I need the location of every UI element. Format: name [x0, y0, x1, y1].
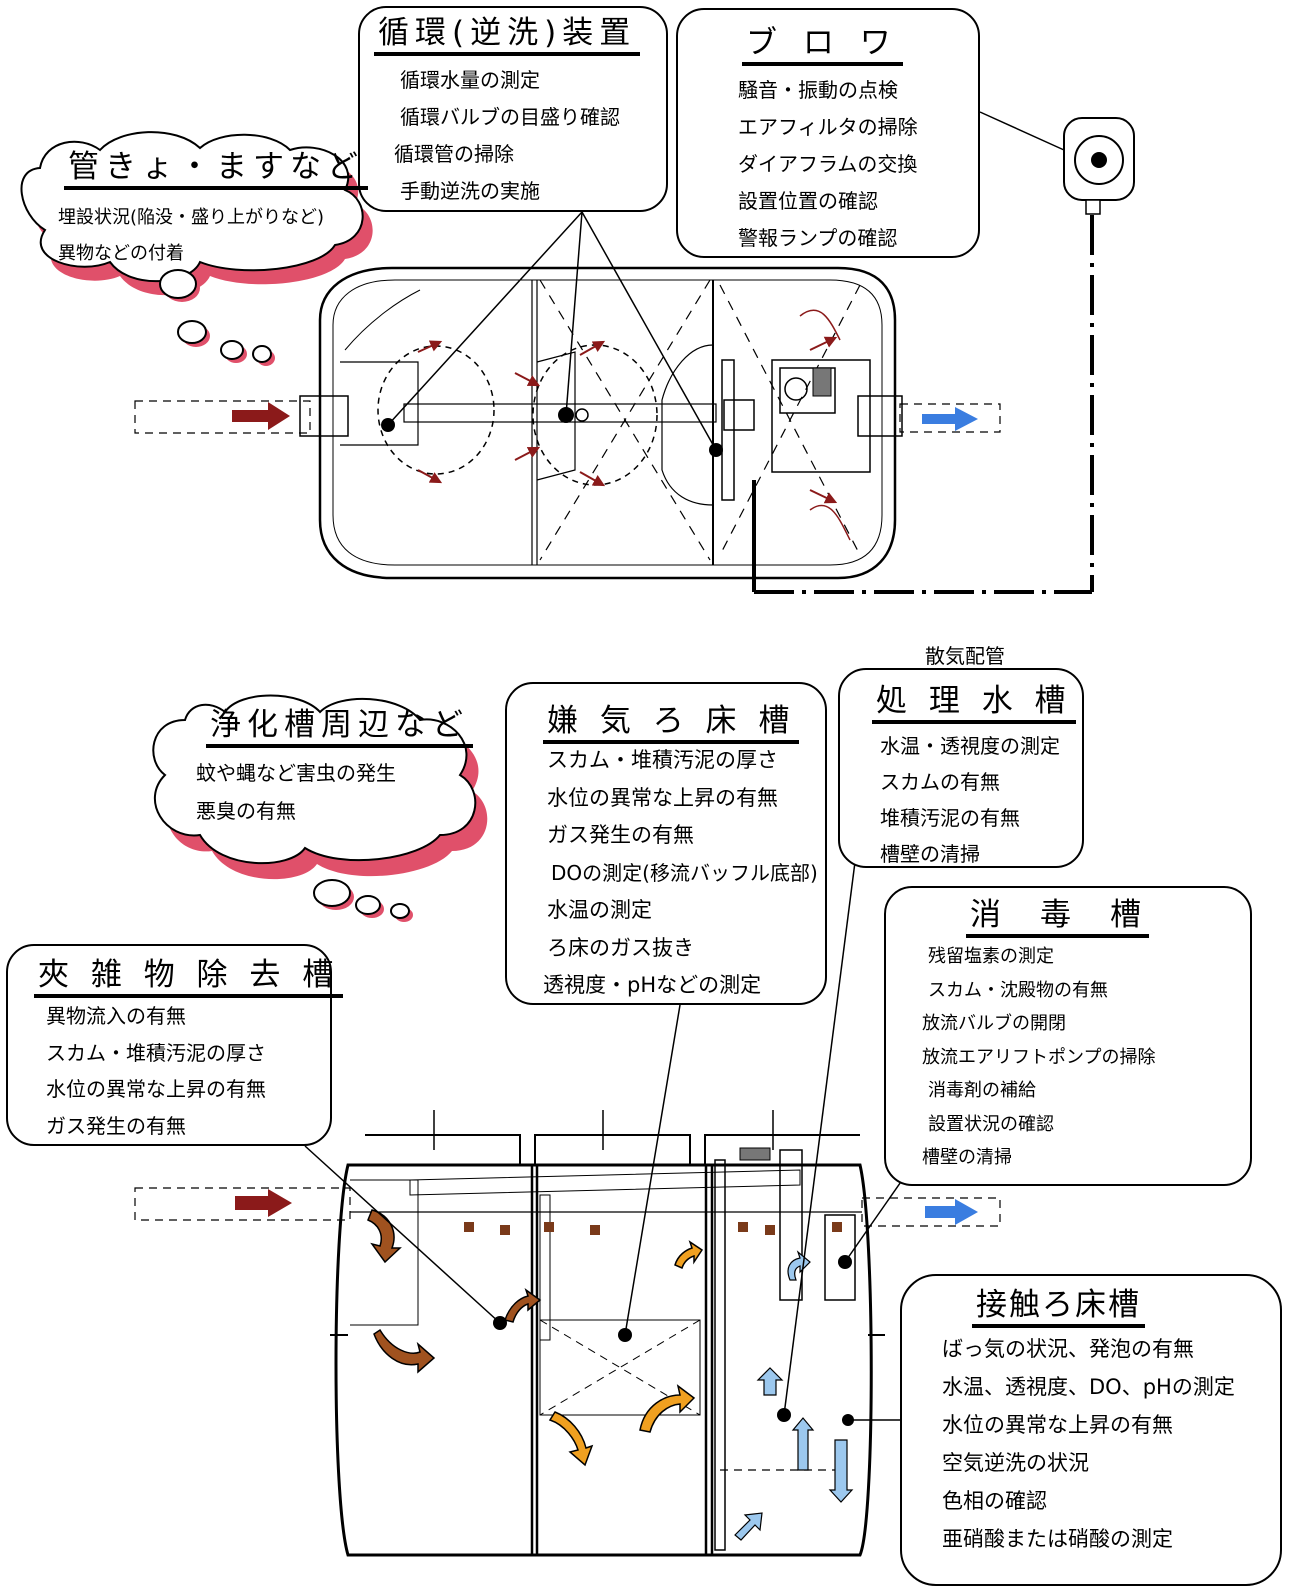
list-item: 透視度・pHなどの測定 [543, 973, 762, 997]
surroundings-list: 蚊や蝿など害虫の発生 悪臭の有無 [196, 754, 396, 830]
list-item: 警報ランプの確認 [738, 226, 898, 250]
list-item: 残留塩素の測定 [928, 946, 1054, 967]
pipes-list: 埋設状況(陥没・盛り上がりなど) 異物などの付着 [58, 200, 324, 272]
list-item: スカム・沈殿物の有無 [928, 979, 1108, 1001]
disinfection-box: 消 毒 槽 残留塩素の測定 スカム・沈殿物の有無 放流バルブの開閉 放流エアリフ… [884, 886, 1252, 1186]
list-item: 槽壁の清掃 [880, 842, 980, 866]
list-item: 水温、透視度、DO、pHの測定 [942, 1375, 1235, 1399]
list-item: 異物などの付着 [58, 243, 184, 264]
list-item: スカムの有無 [880, 770, 1000, 794]
list-item: 水温の測定 [547, 898, 652, 922]
contact-list: ばっ気の状況、発泡の有無 水温、透視度、DO、pHの測定 水位の異常な上昇の有無… [942, 1330, 1235, 1558]
treated-water-box: 処 理 水 槽 水温・透視度の測定 スカムの有無 堆積汚泥の有無 槽壁の清掃 [838, 668, 1084, 868]
list-item: 水温・透視度の測定 [880, 734, 1060, 758]
outflow-arrow-icon [922, 407, 978, 431]
diffusers [464, 1222, 842, 1235]
list-item: 放流バルブの開閉 [922, 1013, 1066, 1034]
anaerobic-title: 嫌 気 ろ 床 槽 [543, 704, 800, 744]
anaerobic-list: スカム・堆積汚泥の厚さ 水位の異常な上昇の有無 ガス発生の有無 DOの測定(移流… [543, 742, 818, 1005]
list-item: 水位の異常な上昇の有無 [46, 1077, 266, 1101]
list-item: 放流エアリフトポンプの掃除 [922, 1046, 1156, 1068]
list-item: ガス発生の有無 [46, 1113, 186, 1138]
inflow-arrow-icon [232, 402, 290, 430]
flow-arrows-plan [417, 336, 838, 504]
list-item: 水位の異常な上昇の有無 [547, 785, 778, 810]
list-item: 騒音・振動の点検 [738, 78, 898, 102]
blower-unit-icon [1063, 117, 1135, 215]
list-item: ばっ気の状況、発泡の有無 [942, 1337, 1194, 1361]
list-item: 堆積汚泥の有無 [880, 806, 1020, 830]
orange-flow-arrows [548, 1240, 704, 1467]
brown-flow-arrows [367, 1209, 542, 1374]
list-item: スカム・堆積汚泥の厚さ [46, 1040, 266, 1065]
tank-section-view [134, 1110, 1001, 1557]
list-item: 色相の確認 [942, 1489, 1047, 1513]
disinfection-title: 消 毒 槽 [966, 898, 1149, 938]
light-blue-flow-arrows [734, 1250, 854, 1541]
treated-water-title: 処 理 水 槽 [872, 684, 1076, 724]
screening-box: 夾 雑 物 除 去 槽 異物流入の有無 スカム・堆積汚泥の厚さ 水位の異常な上昇… [6, 944, 344, 1146]
contact-title: 接触ろ床槽 [972, 1288, 1145, 1328]
anaerobic-box: 嫌 気 ろ 床 槽 スカム・堆積汚泥の厚さ 水位の異常な上昇の有無 ガス発生の有… [505, 682, 827, 1005]
screening-title: 夾 雑 物 除 去 槽 [34, 958, 344, 998]
blower-box: ブ ロ ワ 騒音・振動の点検 エアフィルタの掃除 ダイアフラムの交換 設置位置の… [676, 8, 980, 258]
list-item: 循環バルブの目盛り確認 [400, 105, 620, 129]
aeration-pipe-label: 散気配管 [925, 644, 1005, 668]
list-item: スカム・堆積汚泥の厚さ [547, 748, 778, 772]
list-item: 消毒剤の補給 [928, 1080, 1036, 1101]
surroundings-title: 浄化槽周辺など [206, 708, 473, 748]
list-item: 設置位置の確認 [738, 189, 878, 213]
list-item: 異物流入の有無 [46, 1004, 186, 1028]
circulation-title: 循環(逆洗)装置 [374, 16, 641, 56]
pipes-title: 管きょ・ますなど [64, 150, 368, 190]
list-item: ガス発生の有無 [547, 823, 694, 847]
screening-list: 異物流入の有無 スカム・堆積汚泥の厚さ 水位の異常な上昇の有無 ガス発生の有無 [46, 998, 266, 1144]
list-item: 亜硝酸または硝酸の測定 [942, 1527, 1173, 1551]
plan-markers [381, 407, 723, 457]
list-item: エアフィルタの掃除 [738, 115, 918, 139]
blower-list: 騒音・振動の点検 エアフィルタの掃除 ダイアフラムの交換 設置位置の確認 警報ラ… [738, 72, 918, 257]
list-item: 設置状況の確認 [928, 1113, 1054, 1135]
tank-plan-view [134, 266, 1001, 592]
leader-lines [304, 111, 1065, 1421]
circulation-box: 循環(逆洗)装置 循環水量の測定 循環バルブの目盛り確認 循環管の掃除 手動逆洗… [358, 6, 668, 212]
list-item: 空気逆洗の状況 [942, 1451, 1089, 1475]
pipes-cloud [20, 131, 373, 366]
circulation-list: 循環水量の測定 循環バルブの目盛り確認 循環管の掃除 手動逆洗の実施 [394, 62, 620, 210]
list-item: 槽壁の清掃 [922, 1147, 1012, 1168]
list-item: DOの測定(移流バッフル底部) [551, 860, 818, 885]
list-item: 埋設状況(陥没・盛り上がりなど) [58, 207, 325, 228]
blower-title: ブ ロ ワ [742, 26, 903, 66]
list-item: ダイアフラムの交換 [738, 152, 918, 176]
surroundings-cloud [152, 694, 488, 922]
list-item: 手動逆洗の実施 [400, 179, 540, 203]
list-item: ろ床のガス抜き [547, 935, 694, 960]
list-item: 水位の異常な上昇の有無 [942, 1413, 1173, 1437]
list-item: 悪臭の有無 [196, 799, 296, 823]
treated-water-list: 水温・透視度の測定 スカムの有無 堆積汚泥の有無 槽壁の清掃 [880, 728, 1060, 872]
list-item: 循環管の掃除 [394, 142, 514, 166]
contact-box: 接触ろ床槽 ばっ気の状況、発泡の有無 水温、透視度、DO、pHの測定 水位の異常… [900, 1274, 1282, 1586]
list-item: 循環水量の測定 [400, 68, 540, 92]
list-item: 蚊や蝿など害虫の発生 [196, 761, 396, 785]
disinfection-list: 残留塩素の測定 スカム・沈殿物の有無 放流バルブの開閉 放流エアリフトポンプの掃… [922, 940, 1155, 1175]
